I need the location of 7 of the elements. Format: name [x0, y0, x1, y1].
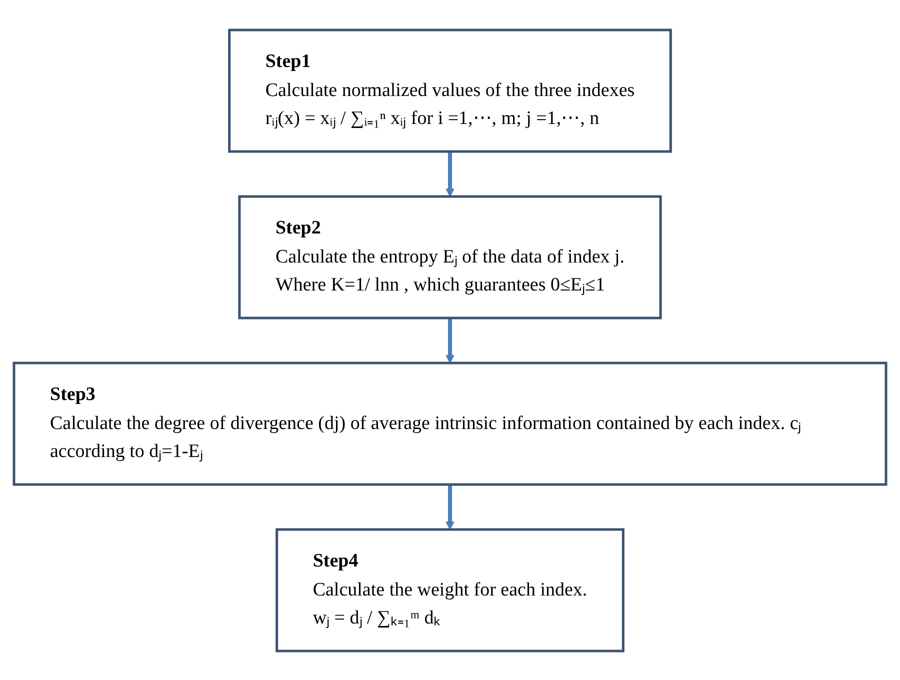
node-box: Step2 Calculate the entropy Eⱼ of the data of index j. Where K=1/ lnn , which guarantees 0≤Eⱼ≤1 — [238, 194, 662, 319]
arrow — [446, 318, 454, 363]
node-box: Step1 Calculate normalized values of the three indexes rᵢⱼ(x) = xᵢⱼ / ∑ᵢ₌₁ⁿ xᵢⱼ for i =1,⋯, m; j =1,⋯, n — [228, 28, 672, 152]
node-box: Step3 Calculate the degree of divergence (dj) of average intrinsic information contained by each index. cⱼ according to dⱼ=1-Eⱼ — [12, 361, 888, 486]
arrow — [446, 151, 454, 196]
node-box: Step4 Calculate the weight for each index. wⱼ = dⱼ / ∑ₖ₌₁ᵐ dₖ — [276, 528, 624, 652]
arrow — [446, 484, 454, 530]
